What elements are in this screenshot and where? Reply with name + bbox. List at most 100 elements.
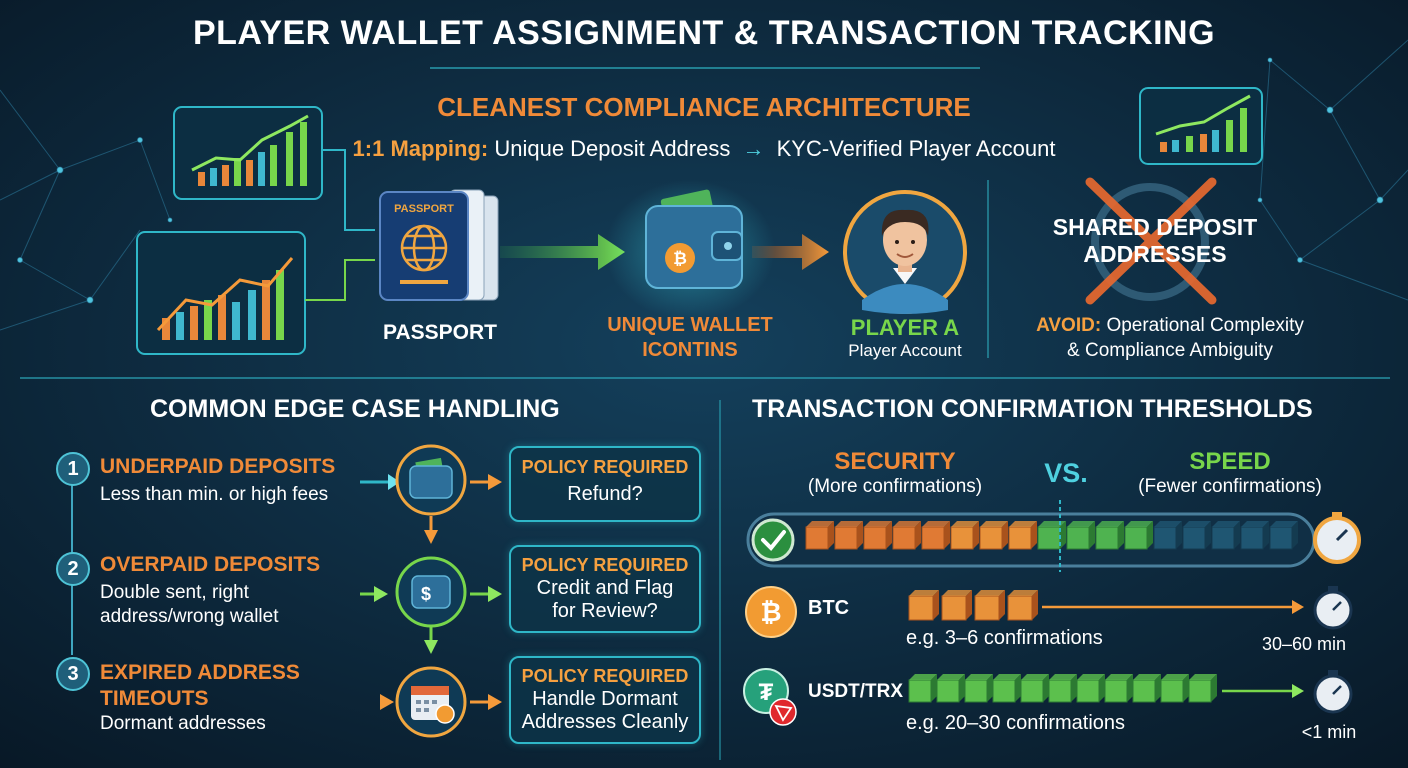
wallet-icon-underpaid <box>395 444 467 516</box>
bar-chart-icon-right <box>1139 87 1263 165</box>
track-block <box>921 521 950 550</box>
calendar-icon <box>395 666 467 738</box>
track-block <box>1124 521 1153 550</box>
edge-title-expired-line1: EXPIRED ADDRESS <box>100 661 300 684</box>
avoid-note: AVOID: Operational Complexity & Complian… <box>1000 313 1340 363</box>
policy-box-overpaid: POLICY REQUIRED Credit and Flag for Revi… <box>509 545 701 633</box>
usdt-example: e.g. 20–30 confirmations <box>906 712 1126 734</box>
edge-desc-overpaid: Double sent, right address/wrong wallet <box>100 581 278 629</box>
usdt-block <box>908 674 937 703</box>
avoid-prefix: AVOID: <box>1036 315 1102 336</box>
confirmations-section-title: TRANSACTION CONFIRMATION THRESHOLDS <box>752 395 1313 423</box>
btc-time: 30–60 min <box>1261 634 1347 654</box>
speed-sublabel: (Fewer confirmations) <box>1138 476 1322 497</box>
usdt-block <box>1104 674 1133 703</box>
track-block <box>863 521 892 550</box>
architecture-subtitle: CLEANEST COMPLIANCE ARCHITECTURE <box>437 92 971 122</box>
dollar-icon: $ <box>421 584 431 604</box>
edge-desc-underpaid: Less than min. or high fees <box>100 484 329 505</box>
main-title: PLAYER WALLET ASSIGNMENT & TRANSACTION T… <box>192 14 1216 52</box>
security-label: SECURITY <box>834 448 956 475</box>
btc-block <box>908 590 939 621</box>
track-block <box>1066 521 1095 550</box>
stopwatch-icon-track <box>1313 512 1361 564</box>
usdt-block <box>1188 674 1217 703</box>
usdt-block <box>964 674 993 703</box>
player-avatar-icon <box>843 190 967 314</box>
policy-title-underpaid: POLICY REQUIRED <box>521 457 689 477</box>
shared-line1: SHARED DEPOSIT <box>1052 214 1258 240</box>
shared-line2: ADDRESSES <box>1083 241 1227 267</box>
usdt-label: USDT/TRX <box>808 681 903 702</box>
btc-block <box>974 590 1005 621</box>
edge-title-expired: EXPIRED ADDRESS TIMEOUTS <box>100 660 300 712</box>
globe-icon <box>400 224 448 272</box>
policy-text-overpaid-line2: for Review? <box>552 600 658 622</box>
track-block <box>950 521 979 550</box>
track-block <box>1153 521 1182 550</box>
usdt-block <box>1160 674 1189 703</box>
player-sublabel: Player Account <box>848 341 962 360</box>
btc-example: e.g. 3–6 confirmations <box>906 627 1103 649</box>
track-block <box>805 521 834 550</box>
passport-icon <box>379 189 499 301</box>
edge-desc-overpaid-line1: Double sent, right <box>100 582 249 603</box>
check-icon <box>751 518 795 562</box>
usdt-block <box>992 674 1021 703</box>
mapping-arrow-icon: → <box>742 136 765 161</box>
passport-label: PASSPORT <box>383 321 497 344</box>
edge-desc-overpaid-line2: address/wrong wallet <box>100 606 279 627</box>
svg-text:₿: ₿ <box>673 249 687 268</box>
bitcoin-icon-row: ₿ <box>745 586 797 638</box>
track-block <box>834 521 863 550</box>
usdt-block <box>1076 674 1105 703</box>
track-block <box>1269 521 1298 550</box>
track-block <box>1037 521 1066 550</box>
policy-title-expired: POLICY REQUIRED <box>521 666 689 686</box>
policy-text-expired-line1: Handle Dormant <box>532 688 678 710</box>
svg-text:₿: ₿ <box>760 597 781 627</box>
shared-addresses-label: SHARED DEPOSIT ADDRESSES <box>1030 214 1280 268</box>
track-block <box>1182 521 1211 550</box>
policy-box-expired: POLICY REQUIRED Handle Dormant Addresses… <box>509 656 701 744</box>
edge-title-underpaid: UNDERPAID DEPOSITS <box>100 455 336 478</box>
policy-title-overpaid: POLICY REQUIRED <box>521 555 689 575</box>
stopwatch-icon-btc <box>1313 586 1353 630</box>
policy-text-underpaid: Refund? <box>567 483 643 505</box>
wallet-icon-overpaid: $ <box>395 556 467 628</box>
btc-block <box>1007 590 1038 621</box>
wallet-label: UNIQUE WALLET ICONTINS <box>580 313 800 363</box>
passport-card-text: PASSPORT <box>394 203 454 215</box>
svg-text:₮: ₮ <box>759 679 774 706</box>
tron-icon <box>769 698 797 726</box>
bar-chart-icon <box>173 106 323 200</box>
track-block <box>1008 521 1037 550</box>
mapping-line: 1:1 Mapping: Unique Deposit Address → KY… <box>0 136 1408 162</box>
wallet-icon: ₿ <box>605 180 775 320</box>
security-sublabel: (More confirmations) <box>807 476 983 497</box>
edge-title-overpaid: OVERPAID DEPOSITS <box>100 553 321 576</box>
confirmation-progress-track <box>746 500 1361 572</box>
stopwatch-icon-usdt <box>1313 670 1353 714</box>
step-number-2: 2 <box>56 552 90 586</box>
vs-label: VS. <box>1044 458 1088 488</box>
policy-text-expired-line2: Addresses Cleanly <box>521 711 689 733</box>
network-decoration-right <box>1257 39 1408 301</box>
edge-title-expired-line2: TIMEOUTS <box>100 687 209 710</box>
speed-label: SPEED <box>1189 448 1271 475</box>
track-block <box>892 521 921 550</box>
policy-text-overpaid-line1: Credit and Flag <box>536 577 674 599</box>
edge-case-section-title: COMMON EDGE CASE HANDLING <box>150 395 560 423</box>
bitcoin-icon: ₿ <box>665 243 695 273</box>
step-number-1: 1 <box>56 452 90 486</box>
edge-desc-expired: Dormant addresses <box>100 713 266 734</box>
shared-address-circle <box>1091 183 1209 301</box>
usdt-block <box>936 674 965 703</box>
avoid-text2: & Compliance Ambiguity <box>1067 340 1273 361</box>
network-decoration-left <box>0 89 173 331</box>
step-number-3: 3 <box>56 657 90 691</box>
btc-block <box>941 590 972 621</box>
wallet-label-line1: UNIQUE WALLET <box>607 314 773 336</box>
usdt-block <box>1132 674 1161 703</box>
policy-box-underpaid: POLICY REQUIRED Refund? <box>509 446 701 522</box>
